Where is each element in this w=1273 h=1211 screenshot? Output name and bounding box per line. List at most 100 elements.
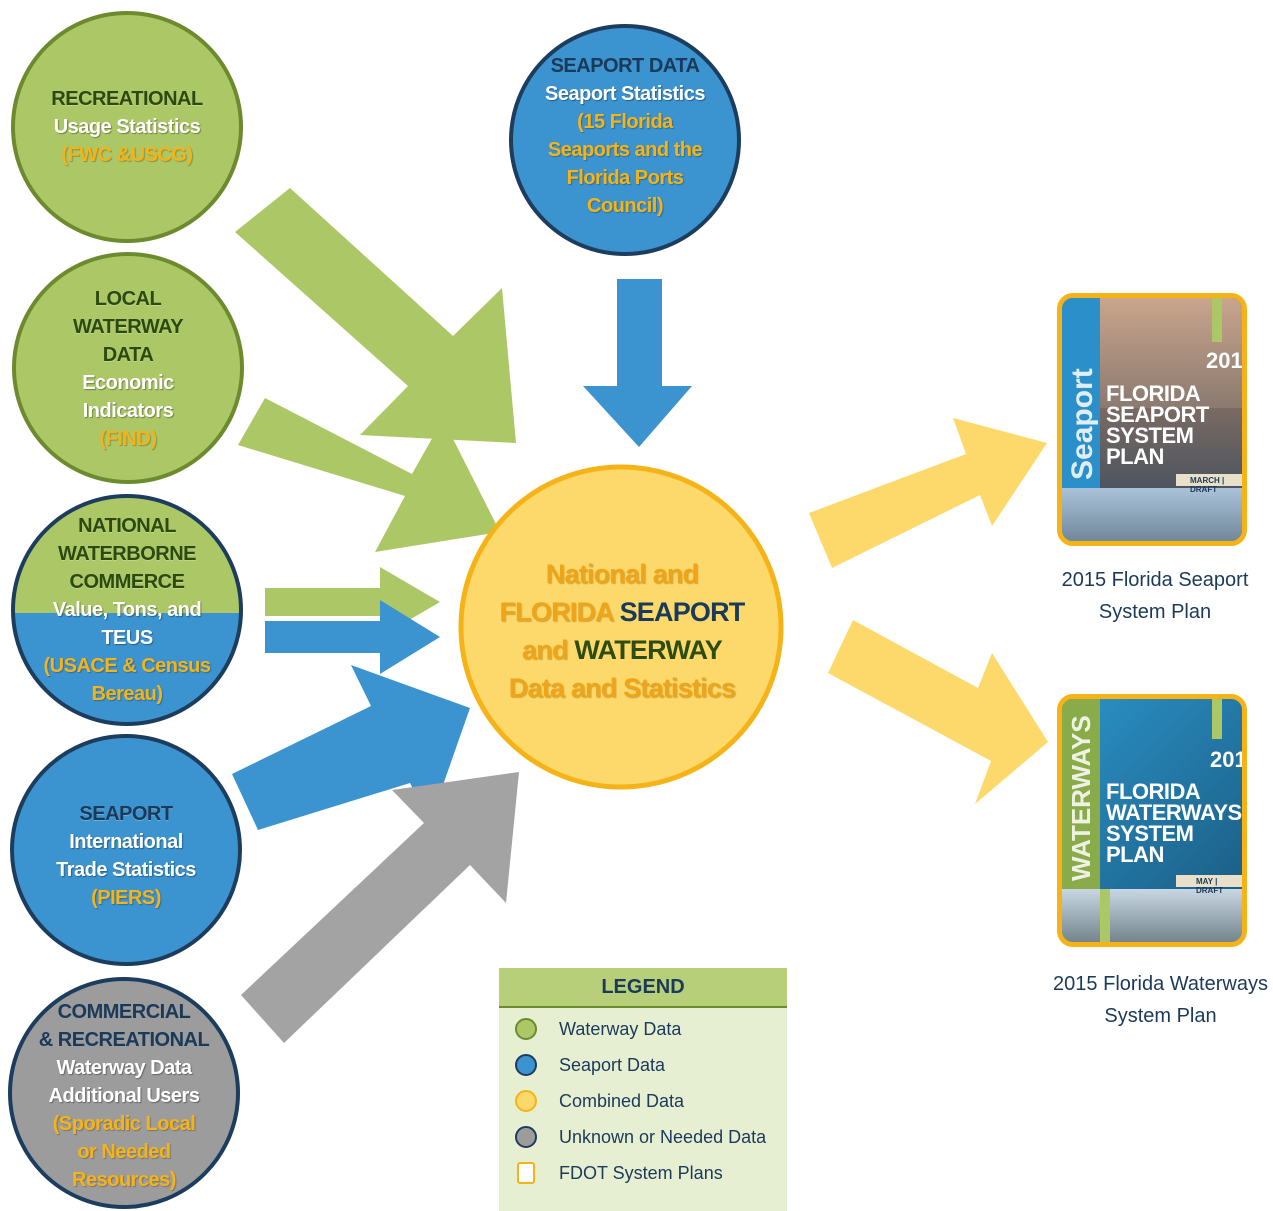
legend-item-seaport: Seaport Data	[515, 1050, 665, 1080]
local-title-3: DATA	[102, 344, 154, 366]
seaport-cover-stripe	[1176, 474, 1242, 486]
center-line-4: Data and Statistics	[508, 673, 736, 703]
national-title-2: WATERBORNE	[58, 543, 196, 565]
waterways-cover-stripe	[1176, 875, 1242, 887]
arrow-seaport-data	[583, 279, 692, 447]
arrow-to-seaport-plan	[809, 418, 1047, 568]
recreational-subtitle: Usage Statistics	[53, 116, 201, 138]
seaport-swatch-icon	[515, 1054, 537, 1076]
seaport-cover-year: 2015	[1206, 348, 1243, 373]
national-text: NATIONAL WATERBORNE COMMERCE Value, Tons…	[17, 512, 237, 708]
legend-label-waterway: Waterway Data	[559, 1018, 682, 1039]
waterways-cover-accent	[1212, 699, 1222, 739]
arrow-seaport-intl	[232, 665, 470, 830]
seaport-cover-port-photo	[1062, 488, 1242, 541]
waterways-cover-title-3: SYSTEM	[1106, 821, 1194, 846]
center-line-3b: WATERWAY	[574, 635, 722, 665]
commercial-subtitle-2: Additional Users	[48, 1085, 200, 1107]
legend-item-combined: Combined Data	[515, 1086, 684, 1116]
legend: LEGEND Waterway Data Seaport Data Combin…	[499, 968, 787, 1211]
legend-item-unknown: Unknown or Needed Data	[515, 1122, 766, 1152]
node-commercial	[8, 977, 240, 1209]
node-seaport-intl	[10, 734, 242, 966]
seaport-cover-title: FLORIDA SEAPORT SYSTEM PLAN	[1106, 381, 1209, 469]
waterways-cover-title-2: WATERWAYS	[1106, 800, 1242, 825]
seaport-plan-caption: 2015 Florida Seaport System Plan	[1040, 564, 1270, 628]
waterways-cover-marina-photo	[1062, 889, 1242, 942]
national-subtitle-1: Value, Tons, and	[52, 599, 202, 621]
national-subtitle-2: TEUS	[101, 627, 153, 649]
recreational-source: (FWC &USCG)	[61, 144, 193, 166]
seaport-caption-line-2: System Plan	[1098, 601, 1212, 623]
seaport-cover-title-4: PLAN	[1106, 444, 1164, 469]
local-title-1: LOCAL	[94, 288, 162, 310]
waterways-cover-title-4: PLAN	[1106, 842, 1164, 867]
seaport-intl-text: SEAPORT International Trade Statistics (…	[21, 800, 231, 912]
node-local	[12, 252, 244, 484]
node-recreational	[11, 11, 243, 243]
seaport-intl-subtitle-1: International	[69, 831, 183, 853]
combined-swatch-icon	[515, 1090, 537, 1112]
legend-label-combined: Combined Data	[559, 1090, 685, 1111]
center-line-3a: and	[522, 635, 568, 665]
national-title-1: NATIONAL	[78, 515, 176, 537]
unknown-swatch-icon	[515, 1126, 537, 1148]
seaport-data-source-2: Seaports and the	[547, 139, 703, 161]
seaport-cover-title-3: SYSTEM	[1106, 423, 1194, 448]
waterways-plan-cover: MAY | DRAFT 2015 WATERWAYS FLORIDA WATER…	[1057, 694, 1247, 947]
center-line-1: National and	[545, 559, 699, 589]
commercial-title-1: COMMERCIAL	[57, 1001, 191, 1023]
plan-swatch-icon	[517, 1162, 535, 1184]
legend-label-unknown: Unknown or Needed Data	[559, 1126, 767, 1147]
seaport-data-subtitle: Seaport Statistics	[545, 83, 705, 105]
arrow-recreational	[235, 188, 516, 443]
waterways-cover-side: WATERWAYS	[1066, 715, 1096, 881]
seaport-plan-cover: MARCH | DRAFT 2015 Seaport FLORIDA SEAPO…	[1057, 293, 1247, 546]
recreational-text: RECREATIONAL Usage Statistics (FWC &USCG…	[22, 85, 232, 169]
national-source-1: (USACE & Census	[43, 655, 211, 677]
commercial-source-1: (Sporadic Local	[52, 1113, 196, 1135]
commercial-source-3: Resources)	[72, 1169, 176, 1191]
seaport-data-title: SEAPORT DATA	[550, 55, 700, 77]
seaport-cover-small: MARCH | DRAFT	[1190, 476, 1225, 494]
national-title-3: COMMERCE	[69, 571, 185, 593]
arrow-commercial	[241, 772, 519, 1043]
local-subtitle-1: Economic	[82, 372, 174, 394]
legend-item-waterway: Waterway Data	[515, 1014, 681, 1044]
node-center	[458, 464, 784, 790]
commercial-text: COMMERCIAL & RECREATIONAL Waterway Data …	[14, 998, 234, 1194]
commercial-title-2: & RECREATIONAL	[38, 1029, 210, 1051]
seaport-data-source-4: Council)	[587, 195, 664, 217]
seaport-data-source-3: Florida Ports	[566, 167, 684, 189]
seaport-cover-title-1: FLORIDA	[1106, 381, 1201, 406]
national-source-2: Bereau)	[91, 683, 163, 705]
recreational-title: RECREATIONAL	[51, 88, 203, 110]
legend-item-plans: FDOT System Plans	[515, 1158, 723, 1188]
seaport-cover-accent	[1212, 298, 1222, 342]
waterways-cover-title: FLORIDA WATERWAYS SYSTEM PLAN	[1106, 779, 1242, 867]
waterways-cover-year: 2015	[1210, 747, 1247, 772]
seaport-data-text: SEAPORT DATA Seaport Statistics (15 Flor…	[520, 52, 730, 220]
arrow-local	[238, 398, 500, 552]
waterway-swatch-icon	[515, 1018, 537, 1040]
arrow-national-seaport	[265, 600, 440, 674]
waterways-cover-stripe-green	[1100, 889, 1110, 942]
center-line-2a: FLORIDA	[499, 597, 613, 627]
local-title-2: WATERWAY	[72, 316, 184, 338]
commercial-source-2: or Needed	[77, 1141, 171, 1163]
seaport-cover-side: Seaport	[1066, 368, 1099, 480]
local-text: LOCAL WATERWAY DATA Economic Indicators …	[23, 285, 233, 453]
seaport-cover-title-2: SEAPORT	[1106, 402, 1209, 427]
legend-title: LEGEND	[499, 968, 787, 1008]
center-text: National and FLORIDA SEAPORT and WATERWA…	[462, 555, 782, 707]
legend-label-seaport: Seaport Data	[559, 1054, 666, 1075]
waterways-plan-caption: 2015 Florida Waterways System Plan	[1048, 968, 1273, 1032]
seaport-caption-line-1: 2015 Florida Seaport	[1061, 569, 1249, 591]
local-source: (FIND)	[99, 428, 157, 450]
local-subtitle-2: Indicators	[82, 400, 174, 422]
seaport-intl-subtitle-2: Trade Statistics	[56, 859, 196, 881]
waterways-cover-title-1: FLORIDA	[1106, 779, 1201, 804]
legend-label-plans: FDOT System Plans	[559, 1162, 723, 1183]
seaport-intl-source: (PIERS)	[91, 887, 161, 909]
